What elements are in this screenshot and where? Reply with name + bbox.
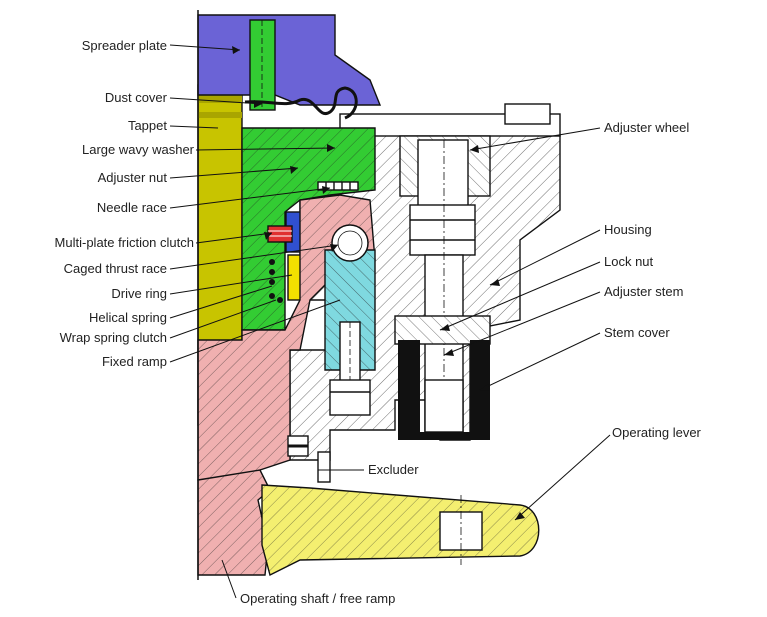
label-adjuster-stem: Adjuster stem <box>604 284 683 299</box>
leader-arrowheads <box>232 46 525 520</box>
housing-bolt-part <box>329 379 371 416</box>
operating-shaft-part <box>197 469 271 576</box>
label-lock-nut: Lock nut <box>604 254 654 269</box>
label-spreader-plate: Spreader plate <box>82 38 167 53</box>
excluder-part <box>287 435 331 483</box>
label-operating-lever: Operating lever <box>612 425 702 440</box>
adjuster-stem-part <box>409 139 476 436</box>
helical-spring-part <box>269 259 283 303</box>
label-operating-shaft-free-ramp: Operating shaft / free ramp <box>240 591 395 606</box>
label-adjuster-wheel: Adjuster wheel <box>604 120 689 135</box>
spreader-plate-part <box>197 14 382 111</box>
label-dust-cover: Dust cover <box>105 90 168 105</box>
label-stem-cover: Stem cover <box>604 325 670 340</box>
caged-thrust-race-part <box>324 224 376 385</box>
needle-race-part <box>317 181 359 191</box>
label-helical-spring: Helical spring <box>89 310 167 325</box>
label-excluder: Excluder <box>368 462 419 477</box>
label-tappet: Tappet <box>128 118 167 133</box>
label-adjuster-nut: Adjuster nut <box>98 170 168 185</box>
operating-lever-part <box>261 484 540 577</box>
leader-lines <box>169 44 611 599</box>
label-needle-race: Needle race <box>97 200 167 215</box>
dust-cover-part <box>244 86 358 120</box>
label-multi-plate-friction-clutch: Multi-plate friction clutch <box>55 235 194 250</box>
stem-cover-part <box>398 340 490 440</box>
label-housing: Housing <box>604 222 652 237</box>
label-caged-thrust-race: Caged thrust race <box>64 261 167 276</box>
label-large-wavy-washer: Large wavy washer <box>82 142 195 157</box>
label-fixed-ramp: Fixed ramp <box>102 354 167 369</box>
label-drive-ring: Drive ring <box>111 286 167 301</box>
label-wrap-spring-clutch: Wrap spring clutch <box>60 330 167 345</box>
